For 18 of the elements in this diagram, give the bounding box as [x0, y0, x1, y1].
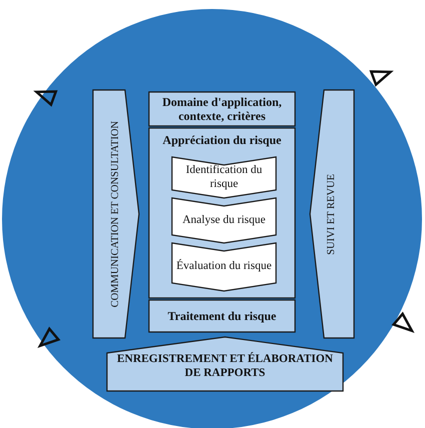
chevron-box — [172, 157, 276, 198]
process-box — [149, 92, 295, 126]
node-label: COMMUNICATION ET CONSULTATION — [110, 120, 122, 308]
process-box — [149, 128, 295, 298]
node-label: Traitement du risque — [168, 308, 276, 324]
pentagon-box — [107, 337, 343, 391]
node-label: Identification du risque — [184, 164, 264, 192]
node-label: Évaluation du risque — [176, 260, 272, 274]
node-label: Analyse du risque — [182, 214, 266, 228]
node-label: Domaine d'application, contexte, critères — [161, 94, 283, 124]
pointed-panel — [93, 90, 139, 338]
chevron-box — [172, 243, 276, 291]
node-label: Appréciation du risque — [162, 133, 282, 148]
chevron-box — [172, 198, 276, 243]
node-label: SUIVI ET REVUE — [326, 174, 338, 254]
node-label: ENREGISTREMENT ET ÉLABORATION DE RAPPORTS — [116, 353, 334, 381]
process-box — [149, 300, 295, 332]
pointed-panel — [310, 90, 354, 338]
